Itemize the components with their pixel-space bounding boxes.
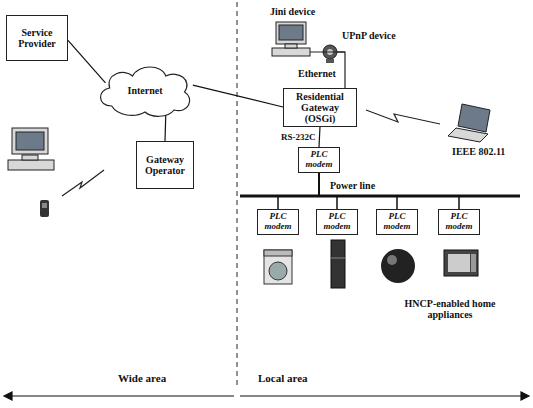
divider-line — [237, 2, 238, 385]
edge-label: RS-232C — [280, 132, 317, 142]
cloud-node: Internet — [93, 60, 197, 120]
connector — [319, 173, 337, 209]
appliance-label: HNCP-enabled home appliances — [400, 298, 500, 320]
node-text: Gateway Operator — [140, 154, 190, 176]
laptop — [448, 104, 490, 142]
node-text-group: Service Provider — [10, 27, 64, 49]
node-text-group: PLC modem — [380, 212, 414, 232]
area-arrows — [4, 392, 529, 400]
node-text-group: Gateway Operator — [140, 154, 190, 176]
bus-label: Power line — [330, 180, 375, 191]
modem-box: PLC modem — [376, 209, 418, 235]
area-label: Local area — [258, 372, 308, 384]
node-text: Service Provider — [10, 27, 64, 49]
round-appliance — [381, 249, 415, 283]
mobile-phone — [40, 200, 49, 217]
node-text: PLC modem — [380, 212, 414, 232]
node-text: PLC modem — [442, 212, 476, 232]
node-text-group: Internet — [128, 85, 163, 96]
node-text: PLC modem — [302, 150, 336, 170]
connector-line — [278, 173, 319, 209]
desktop-computer — [8, 128, 54, 170]
device-box: Residential Gateway (OSGi) — [283, 88, 357, 127]
connector-line — [164, 114, 166, 141]
node-text-group: PLC modem — [261, 212, 295, 232]
connector-line — [319, 127, 320, 148]
modem-box: PLC modem — [438, 209, 480, 235]
device-label: UPnP device — [342, 30, 396, 41]
connector — [193, 85, 283, 107]
node-text: PLC modem — [320, 212, 354, 232]
device-box: Gateway Operator — [136, 141, 194, 189]
area-label: Wide area — [118, 372, 166, 384]
connector-line — [319, 173, 337, 209]
connector — [278, 173, 319, 209]
connector-line — [319, 173, 397, 209]
link-label: IEEE 802.11 — [452, 146, 505, 157]
connector — [319, 127, 320, 148]
refrigerator — [331, 240, 345, 288]
wireless-link — [62, 170, 104, 196]
modem-box: PLC modem — [298, 147, 340, 173]
connector-line — [193, 85, 283, 107]
jini-computer — [272, 22, 310, 56]
wireless-link — [366, 110, 440, 124]
connector-line — [319, 173, 459, 209]
microwave — [444, 250, 478, 276]
connector — [165, 114, 167, 141]
modem-box: PLC modem — [257, 209, 299, 235]
connector-line — [68, 40, 105, 83]
node-text: PLC modem — [261, 212, 295, 232]
connector — [319, 173, 459, 209]
node-text-group: PLC modem — [442, 212, 476, 232]
modem-box: PLC modem — [316, 209, 358, 235]
connector — [68, 40, 105, 83]
link-label: Ethernet — [298, 68, 336, 79]
node-text-group: PLC modem — [302, 150, 336, 170]
device-label: Jini device — [270, 6, 315, 17]
device-box: Service Provider — [6, 15, 68, 61]
upnp-camera — [323, 45, 337, 63]
node-text: Residential Gateway (OSGi) — [287, 91, 353, 124]
cloud-outline — [101, 67, 190, 116]
washing-machine — [264, 250, 292, 284]
node-text-group: PLC modem — [320, 212, 354, 232]
node-text-group: Residential Gateway (OSGi) — [287, 91, 353, 124]
connector — [319, 173, 397, 209]
node-text: Internet — [128, 85, 163, 96]
